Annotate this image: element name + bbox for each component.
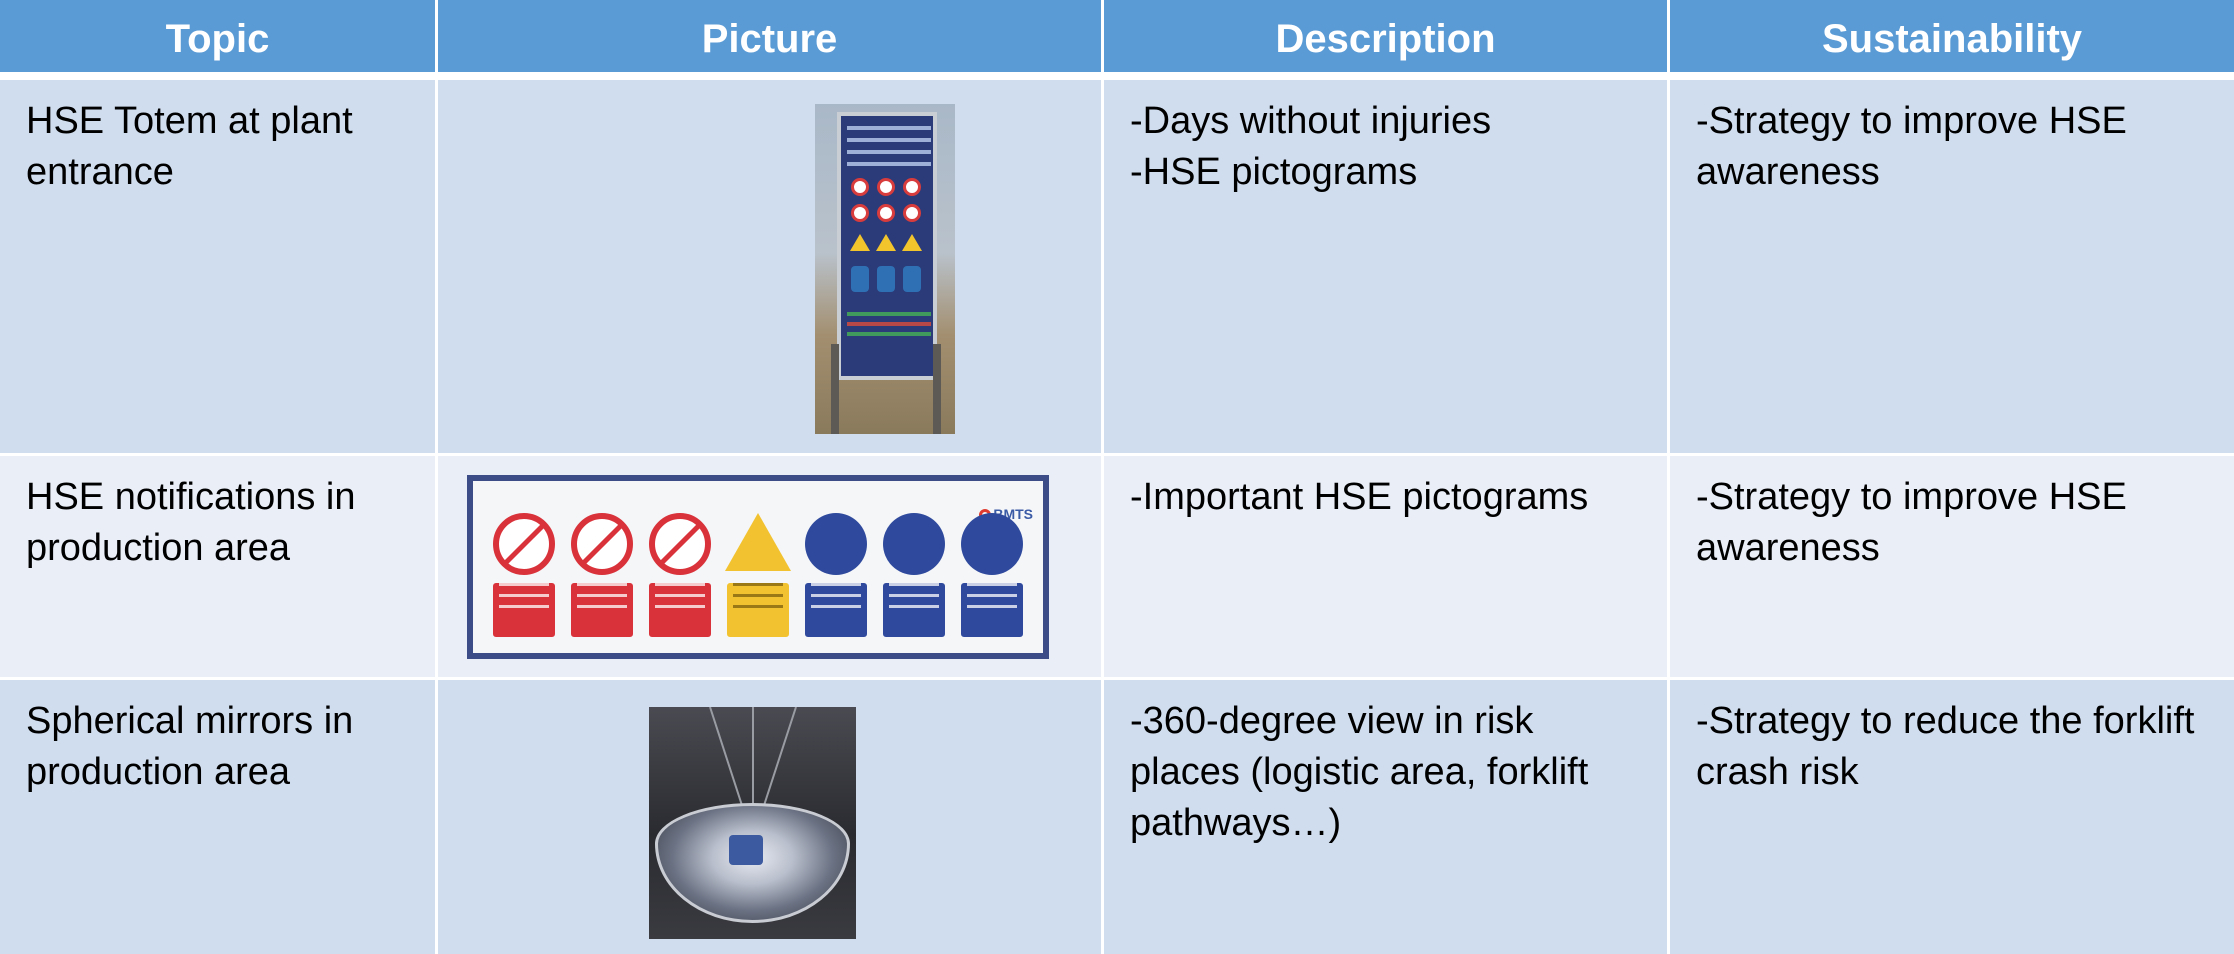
row-2-description: -Important HSE pictograms — [1104, 456, 1670, 680]
row-1-sustainability: -Strategy to improve HSE awareness — [1670, 80, 2234, 456]
row-2-topic: HSE notifications in production area — [0, 456, 438, 680]
header-label: Topic — [165, 16, 270, 61]
description-line: -HSE pictograms — [1130, 151, 1418, 193]
protective-gloves-icon — [961, 513, 1023, 575]
safety-shoes-icon — [883, 513, 945, 575]
row-3-picture — [438, 680, 1104, 954]
row-2-sustainability: -Strategy to improve HSE awareness — [1670, 456, 2234, 680]
topic-line: production area — [26, 751, 291, 793]
topic-line: HSE Totem at plant — [26, 100, 353, 142]
totem-board — [837, 112, 937, 380]
hse-totem-photo — [815, 104, 955, 434]
header-topic: Topic — [0, 0, 438, 80]
topic-line: production area — [26, 527, 291, 569]
forklift-warning-icon — [725, 513, 791, 571]
topic-line: entrance — [26, 151, 174, 193]
hse-notification-banner-photo: BMTS — [467, 475, 1049, 659]
row-2-picture: BMTS — [438, 456, 1104, 680]
header-label: Description — [1275, 16, 1496, 61]
free-passage-icon — [805, 513, 867, 575]
no-tools-icon — [571, 513, 633, 575]
row-3-sustainability: -Strategy to reduce the forklift crash r… — [1670, 680, 2234, 954]
row-1-picture — [438, 80, 1104, 456]
description-line: places (logistic area, forklift — [1130, 751, 1589, 793]
sustainability-line: -Strategy to improve HSE — [1696, 476, 2127, 518]
sustainability-line: crash risk — [1696, 751, 1859, 793]
sustainability-line: awareness — [1696, 151, 1880, 193]
row-3-topic: Spherical mirrors in production area — [0, 680, 438, 954]
header-description: Description — [1104, 0, 1670, 80]
row-1-description: -Days without injuries -HSE pictograms — [1104, 80, 1670, 456]
header-picture: Picture — [438, 0, 1104, 80]
description-line: -Days without injuries — [1130, 100, 1492, 142]
spherical-mirror-photo — [649, 707, 856, 939]
topic-line: Spherical mirrors in — [26, 700, 354, 742]
header-sustainability: Sustainability — [1670, 0, 2234, 80]
row-1-topic: HSE Totem at plant entrance — [0, 80, 438, 456]
header-label: Sustainability — [1821, 16, 2083, 61]
description-line: pathways…) — [1130, 802, 1342, 844]
row-3-description: -360-degree view in risk places (logisti… — [1104, 680, 1670, 954]
header-label: Picture — [701, 16, 838, 61]
sustainability-line: -Strategy to improve HSE — [1696, 100, 2127, 142]
no-open-flame-icon — [649, 513, 711, 575]
description-line: -360-degree view in risk — [1130, 700, 1534, 742]
description-line: -Important HSE pictograms — [1130, 476, 1589, 518]
sustainability-line: -Strategy to reduce the forklift — [1696, 700, 2195, 742]
sustainability-line: awareness — [1696, 527, 1880, 569]
no-pedestrian-icon — [493, 513, 555, 575]
topic-line: HSE notifications in — [26, 476, 356, 518]
